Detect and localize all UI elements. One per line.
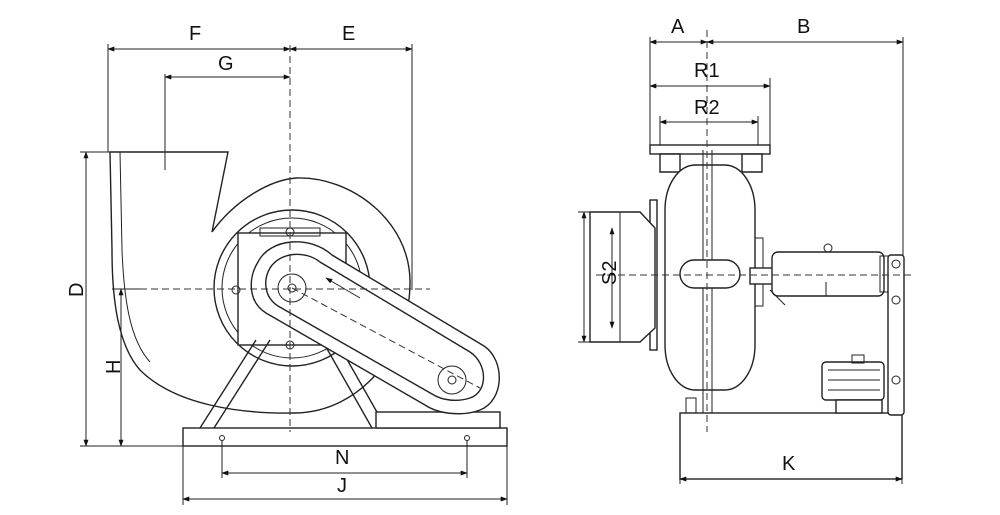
- label-h: H: [103, 360, 125, 374]
- front-view: F G E D H N J: [66, 23, 508, 505]
- support-leg-left: [199, 339, 271, 429]
- shaft-coupling: [749, 267, 775, 285]
- motor-pulley: [437, 365, 467, 395]
- belt-centerline: [291, 287, 481, 389]
- motor-shaft: [447, 375, 457, 385]
- side-guard-hole-mid: [891, 295, 901, 305]
- motor-mount: [835, 399, 883, 414]
- label-n: N: [335, 447, 349, 469]
- front-base-plate: [182, 427, 508, 447]
- label-g: G: [218, 53, 234, 75]
- fan-pulley: [277, 273, 307, 303]
- side-guard-hole-top: [891, 259, 901, 269]
- label-e: E: [342, 23, 355, 45]
- outlet-flange: [649, 144, 771, 155]
- side-belt-guard: [887, 254, 905, 416]
- outlet-neck-right: [741, 153, 763, 173]
- bearing-brace: [769, 289, 786, 306]
- motor-rail: [375, 411, 501, 429]
- label-b: B: [797, 16, 810, 38]
- side-base-bolt-left: [685, 397, 697, 414]
- fan-shaft: [287, 283, 297, 293]
- bearing-housing: [771, 251, 885, 297]
- label-s2: S2: [599, 261, 621, 285]
- inlet-opening: [679, 259, 741, 289]
- label-f: F: [189, 23, 201, 45]
- side-grease-fitting: [823, 243, 833, 253]
- rotation-arrow: [325, 277, 361, 299]
- label-j: J: [337, 475, 347, 497]
- motor-body: [821, 361, 885, 401]
- side-base: [679, 412, 903, 480]
- side-view: A B R1 R2 S2 K: [578, 16, 915, 484]
- belt-guard-inner: [265, 253, 485, 402]
- label-r1: R1: [694, 60, 720, 82]
- housing-inner-edge: [119, 151, 151, 363]
- side-guard-hole-low: [891, 375, 901, 385]
- outlet-neck-left: [659, 153, 681, 173]
- grease-fitting-left: [231, 285, 241, 295]
- motor-terminal-box: [851, 354, 865, 364]
- label-d: D: [66, 283, 88, 297]
- label-k: K: [782, 453, 796, 475]
- label-a: A: [671, 16, 685, 38]
- label-r2: R2: [694, 97, 720, 119]
